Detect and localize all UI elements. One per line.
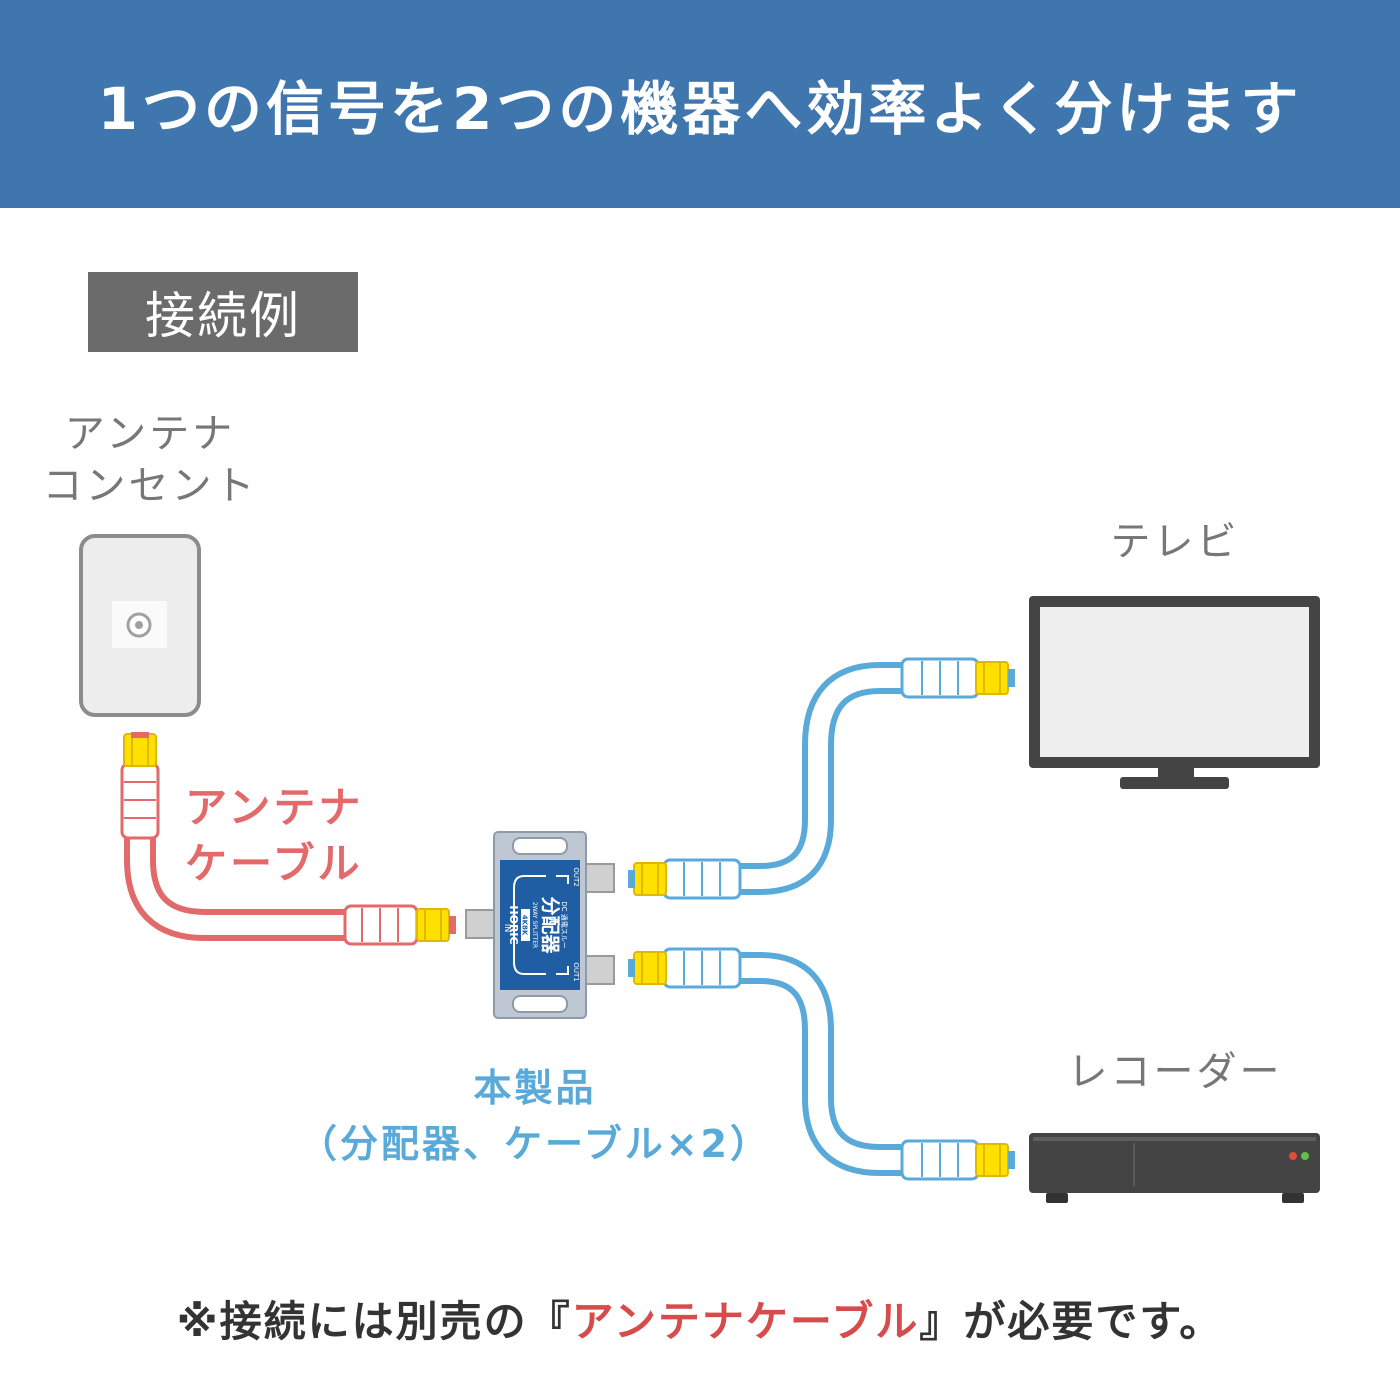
product-label-line2: （分配器、ケーブル×2） — [298, 1122, 771, 1166]
antenna-outlet-label: アンテナ コンセント — [40, 408, 260, 512]
splitter-badge: 4K8K — [521, 915, 529, 936]
recorder-label: レコーダー — [1067, 1049, 1283, 1095]
splitter-out2-label: OUT2 — [572, 867, 580, 886]
antenna-cable-label-line1: アンテナ — [185, 783, 364, 832]
product-label: 本製品 （分配器、ケーブル×2） — [290, 1060, 780, 1172]
antenna-outlet-icon — [79, 534, 201, 717]
footnote-suffix: 』が必要です。 — [919, 1297, 1224, 1346]
product-cable-recorder — [628, 947, 1015, 1181]
splitter-title: 分配器 — [539, 896, 561, 954]
antenna-cable — [120, 732, 456, 946]
example-tag: 接続例 — [88, 272, 358, 352]
splitter-brand: HORIC — [507, 905, 520, 944]
product-cable-tv — [628, 657, 1015, 900]
header-banner: 1つの信号を2つの機器へ効率よく分けます — [0, 0, 1400, 208]
tv-icon — [1029, 596, 1320, 789]
antenna-outlet-label-line1: アンテナ — [64, 411, 236, 457]
antenna-cable-label: アンテナ ケーブル — [185, 780, 375, 892]
footnote: ※接続には別売の『アンテナケーブル』が必要です。 — [0, 1288, 1400, 1349]
splitter-subtitle: 2WAY SPLITTER — [531, 902, 538, 948]
splitter-out1-label: OUT1 — [572, 962, 580, 981]
footnote-prefix: ※接続には別売の『 — [176, 1297, 572, 1346]
product-label-line1: 本製品 — [473, 1066, 597, 1110]
recorder-icon — [1029, 1133, 1320, 1203]
antenna-outlet-label-line2: コンセント — [42, 463, 258, 509]
page-title: 1つの信号を2つの機器へ効率よく分けます — [97, 75, 1303, 143]
splitter-in-label: IN — [503, 924, 512, 932]
footnote-highlight: アンテナケーブル — [571, 1297, 920, 1346]
tv-label: テレビ — [1110, 519, 1240, 565]
splitter-icon: 分配器 2WAY SPLITTER 4K8K DC 通電スルー HORIC IN… — [465, 831, 615, 1019]
antenna-cable-label-line2: ケーブル — [185, 839, 363, 888]
splitter-dc-label: DC 通電スルー — [560, 901, 569, 949]
